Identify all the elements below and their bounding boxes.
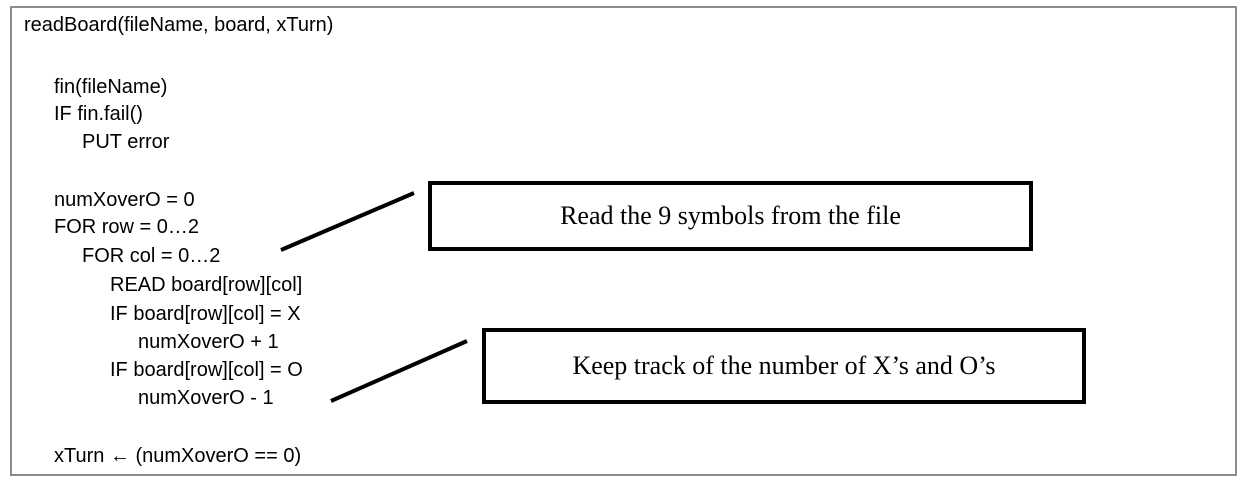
code-line-if-fail: IF fin.fail(): [54, 103, 143, 125]
code-line-increment: numXoverO + 1: [138, 331, 279, 353]
callout-track-count: Keep track of the number of X’s and O’s: [482, 328, 1086, 404]
code-line-if-o: IF board[row][col] = O: [110, 359, 303, 381]
code-line-put-error: PUT error: [82, 131, 170, 153]
code-line-decrement: numXoverO - 1: [138, 387, 274, 409]
callout-read-symbols: Read the 9 symbols from the file: [428, 181, 1033, 251]
code-line-for-row: FOR row = 0…2: [54, 216, 200, 238]
code-line-set-turn: xTurn ← (numXoverO == 0): [54, 445, 302, 467]
code-line-read-cell: READ board[row][col]: [110, 274, 303, 296]
code-line-if-x: IF board[row][col] = X: [110, 303, 301, 325]
code-line-open-file: fin(fileName): [54, 76, 168, 98]
code-line-init-counter: numXoverO = 0: [54, 189, 195, 211]
code-line-for-col: FOR col = 0…2: [82, 245, 221, 267]
function-signature: readBoard(fileName, board, xTurn): [24, 14, 334, 36]
